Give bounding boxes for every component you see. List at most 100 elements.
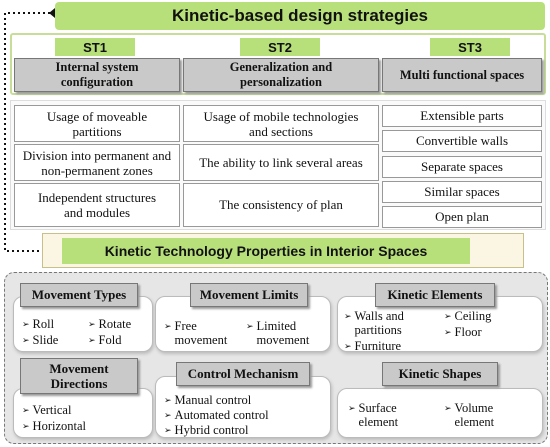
control-mechanism-title: Control Mechanism [187, 366, 299, 381]
list-item: ➢Walls and partitions [344, 309, 425, 337]
item-text: Horizontal [32, 419, 87, 433]
list-item: ➢Rotate [88, 317, 131, 332]
kinetic-shapes-header: Kinetic Shapes [382, 362, 498, 386]
st2-cell-text: Usage of mobile technologies and section… [203, 108, 359, 139]
list-item: ➢Hybrid control [164, 423, 249, 438]
list-item: ➢Free movement [164, 319, 227, 347]
control-mechanism-header: Control Mechanism [176, 362, 310, 386]
list-item: ➢Automated control [164, 408, 269, 423]
kinetic-elements-title: Kinetic Elements [387, 287, 483, 302]
st3-cell-text: Extensible parts [420, 108, 504, 123]
list-item: ➢Furniture [344, 339, 401, 354]
bullet-icon: ➢ [164, 410, 172, 420]
st3-cell-text: Separate spaces [421, 159, 503, 174]
item-text: Floor [454, 325, 482, 339]
item-text: Surface element [358, 401, 399, 429]
st3-cell: Open plan [382, 206, 542, 228]
bullet-icon: ➢ [164, 395, 172, 405]
list-item: ➢Roll [22, 317, 54, 332]
movement-limits-header: Movement Limits [190, 283, 308, 307]
list-item: ➢Limited movement [246, 319, 317, 347]
st1-cell: Usage of moveable partitions [14, 105, 180, 142]
st3-cell: Extensible parts [382, 105, 542, 127]
list-item: ➢Ceiling [444, 309, 491, 324]
st3-code: ST3 [430, 38, 510, 56]
st1-code-text: ST1 [83, 39, 107, 55]
st1-cell: Independent structures and modules [14, 183, 180, 227]
properties-title: Kinetic Technology Properties in Interio… [62, 238, 470, 264]
bullet-icon: ➢ [444, 403, 452, 413]
bullet-icon: ➢ [88, 335, 96, 345]
st2-cell: The ability to link several areas [183, 144, 379, 181]
list-item: ➢Slide [22, 333, 58, 348]
item-text: Slide [32, 333, 59, 347]
bullet-icon: ➢ [444, 327, 452, 337]
list-item: ➢Surface element [348, 401, 409, 429]
st2-cell: Usage of mobile technologies and section… [183, 105, 379, 142]
st3-cell: Separate spaces [382, 156, 542, 178]
item-text: Rotate [98, 317, 132, 331]
bullet-icon: ➢ [444, 311, 452, 321]
st3-cell: Convertible walls [382, 130, 542, 152]
list-item: ➢Vertical [22, 403, 71, 418]
bullet-icon: ➢ [246, 321, 254, 331]
st1-cell-text: Usage of moveable partitions [46, 108, 148, 139]
st2-code: ST2 [240, 38, 320, 56]
bullet-icon: ➢ [164, 321, 172, 331]
item-text: Furniture [354, 339, 402, 353]
st3-code-text: ST3 [458, 39, 482, 55]
list-item: ➢Horizontal [22, 419, 86, 434]
item-text: Limited movement [256, 319, 310, 347]
movement-directions-title: Movement Directions [49, 361, 109, 391]
st3-cell-text: Convertible walls [415, 133, 509, 148]
st2-cell-text: The ability to link several areas [199, 154, 363, 170]
st2-code-text: ST2 [268, 39, 292, 55]
bullet-icon: ➢ [22, 335, 30, 345]
st1-cell-text: Division into permanent and non-permanen… [22, 147, 172, 178]
st1-code: ST1 [55, 38, 135, 56]
item-text: Hybrid control [174, 423, 249, 437]
item-text: Automated control [174, 408, 269, 422]
kinetic-shapes-title: Kinetic Shapes [398, 366, 482, 381]
st2-cell-text: The consistency of plan [219, 197, 343, 212]
movement-types-title: Movement Types [31, 287, 127, 302]
kinetic-elements-header: Kinetic Elements [375, 283, 495, 307]
st1-name: Internal system configuration [14, 58, 180, 92]
bullet-icon: ➢ [344, 311, 352, 321]
movement-limits-panel: ➢Free movement ➢Limited movement [155, 296, 331, 352]
movement-directions-panel: ➢Vertical ➢Horizontal [13, 388, 153, 438]
item-text: Walls and partitions [354, 309, 404, 337]
movement-limits-title: Movement Limits [199, 287, 299, 302]
st2-cell: The consistency of plan [183, 183, 379, 227]
item-text: Manual control [174, 393, 252, 407]
item-text: Volume element [454, 401, 495, 429]
item-text: Vertical [32, 403, 72, 417]
movement-types-header: Movement Types [20, 283, 138, 307]
st1-cell-text: Independent structures and modules [37, 190, 157, 220]
bullet-icon: ➢ [22, 421, 30, 431]
bullet-icon: ➢ [22, 319, 30, 329]
list-item: ➢Floor [444, 325, 482, 340]
st3-cell-text: Similar spaces [424, 184, 500, 199]
st3-name: Multi functional spaces [382, 58, 542, 92]
st2-name-text: Generalization and personalization [229, 60, 333, 89]
st1-name-text: Internal system configuration [55, 60, 139, 89]
bullet-icon: ➢ [348, 403, 356, 413]
item-text: Roll [32, 317, 55, 331]
properties-title-text: Kinetic Technology Properties in Interio… [104, 243, 428, 259]
movement-directions-header: Movement Directions [20, 358, 138, 394]
bullet-icon: ➢ [22, 405, 30, 415]
st2-name: Generalization and personalization [183, 58, 379, 92]
st1-cell: Division into permanent and non-permanen… [14, 144, 180, 181]
bullet-icon: ➢ [88, 319, 96, 329]
item-text: Ceiling [454, 309, 492, 323]
list-item: ➢Fold [88, 333, 121, 348]
bullet-icon: ➢ [344, 341, 352, 351]
item-text: Free movement [174, 319, 228, 347]
strategies-title: Kinetic-based design strategies [55, 2, 545, 30]
list-item: ➢Volume element [444, 401, 507, 429]
st3-cell-text: Open plan [435, 209, 489, 224]
strategies-title-text: Kinetic-based design strategies [171, 6, 429, 25]
control-mechanism-panel: ➢Manual control ➢Automated control ➢Hybr… [155, 376, 331, 438]
st3-cell: Similar spaces [382, 181, 542, 203]
